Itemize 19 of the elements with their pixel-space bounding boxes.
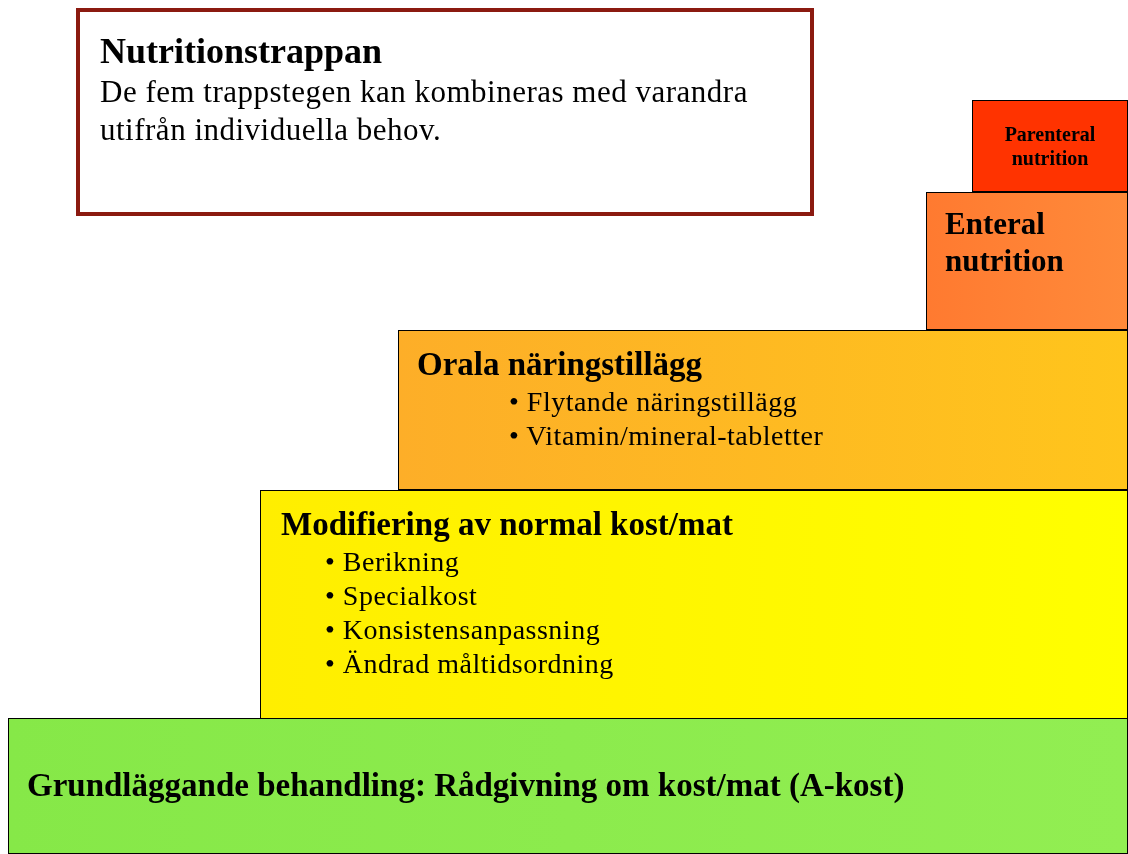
step-box (8, 718, 1128, 854)
bullet-item: • Konsistensanpassning (324, 612, 602, 647)
step-heading: Orala näringstillägg (417, 345, 704, 384)
bullet-item: • Vitamin/mineral-tabletter (508, 418, 825, 453)
bullet-item: • Flytande näringstillägg (508, 384, 799, 419)
step-box (972, 100, 1128, 192)
title-box (76, 8, 814, 216)
step-box (260, 490, 1128, 720)
step-heading: Enteral nutrition (945, 205, 1065, 280)
bullet-item: • Berikning (324, 544, 461, 579)
step-box (398, 330, 1128, 490)
step-heading: Modifiering av normal kost/mat (281, 505, 734, 544)
step-heading: Nutritionstrappan (100, 30, 384, 73)
description-text: De fem trappstegen kan kombineras med varandra utifrån individuella behov. (100, 73, 749, 149)
bullet-item: • Specialkost (324, 578, 479, 613)
step-box (926, 192, 1128, 330)
step-heading: Grundläggande behandling: Rådgivning om kost/mat (A-kost) (27, 766, 906, 806)
bullet-item: • Ändrad måltidsordning (324, 647, 615, 682)
step-heading: Parenteral nutrition (1003, 122, 1097, 170)
